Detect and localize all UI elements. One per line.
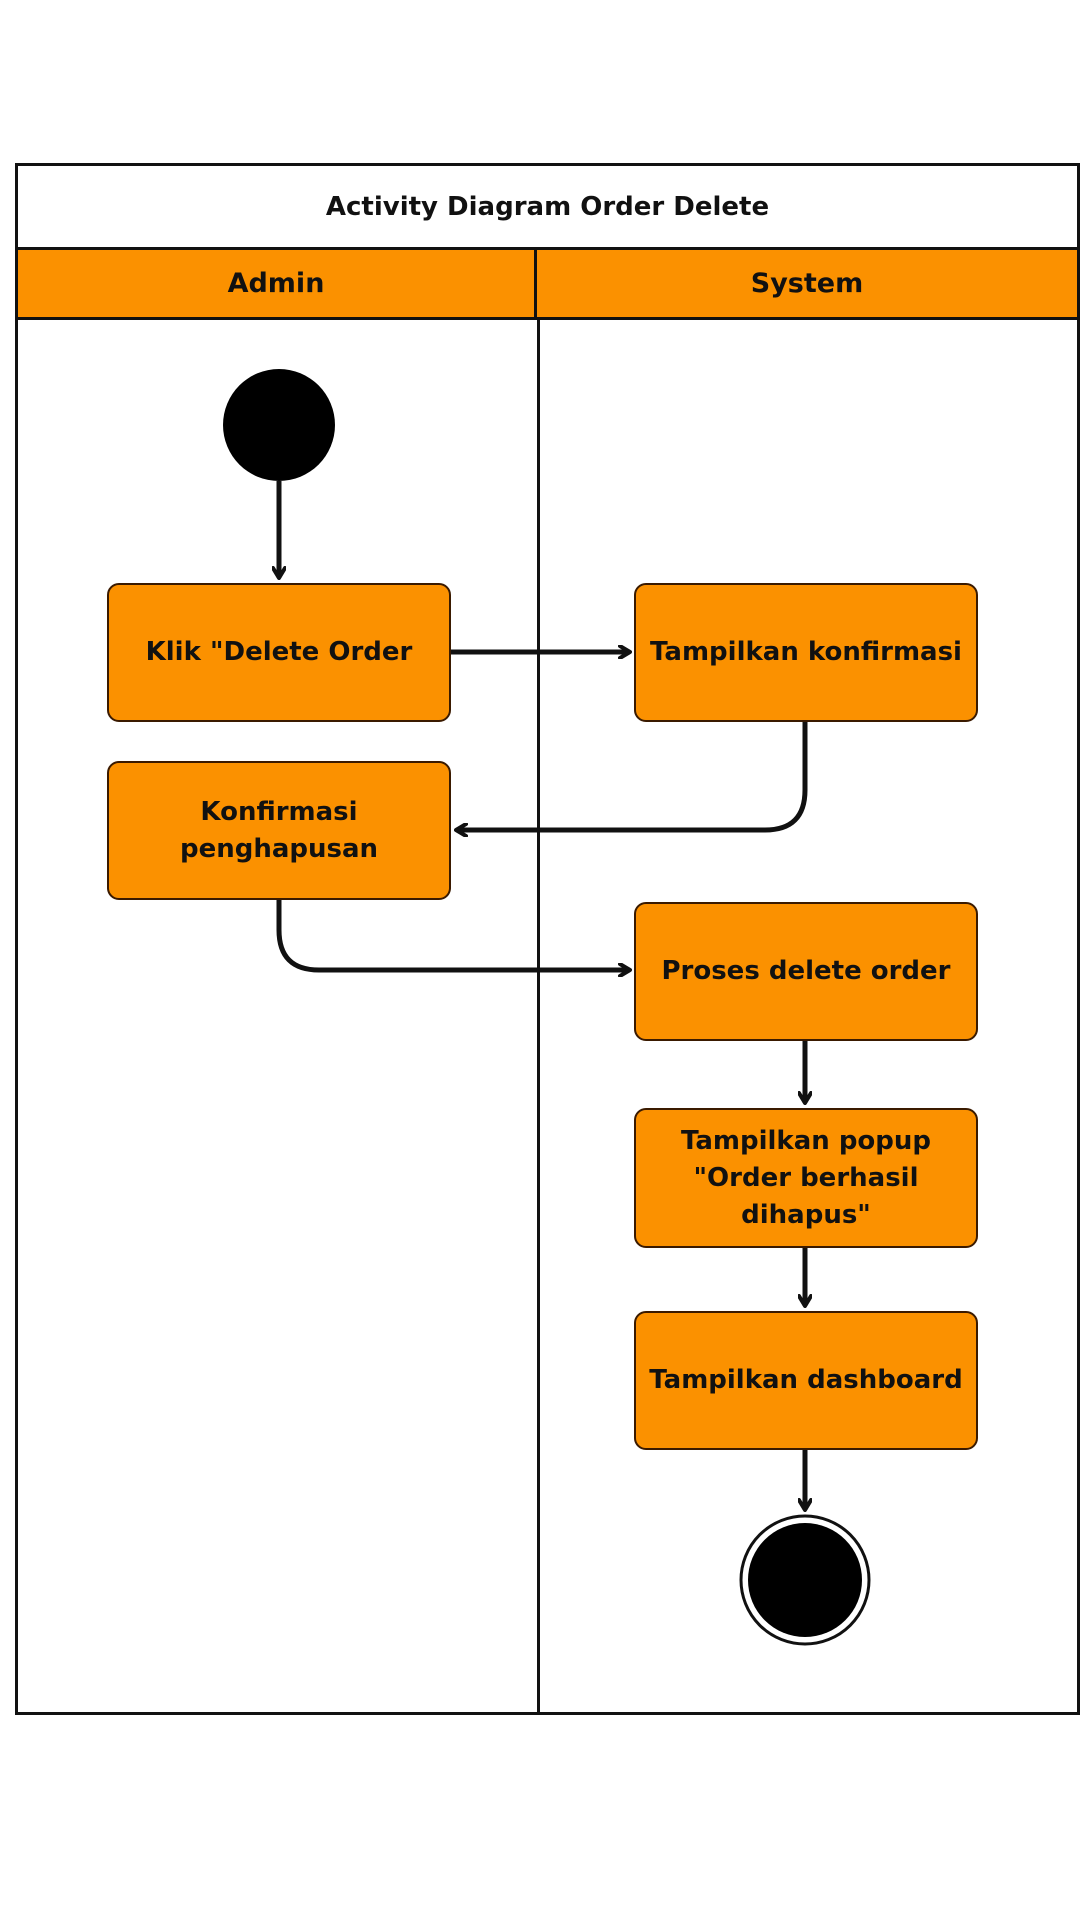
action-proses-delete-order: Proses delete order <box>634 902 978 1041</box>
end-node <box>748 1523 862 1637</box>
edge-konfirmasi-to-proses <box>276 900 630 970</box>
action-tampilkan-popup: Tampilkan popup "Order berhasil dihapus" <box>634 1108 978 1248</box>
lane-header-system: System <box>537 250 1077 320</box>
lane-header-admin: Admin <box>18 250 537 320</box>
action-konfirmasi-penghapusan: Konfirmasi penghapusan <box>107 761 451 900</box>
lane-divider <box>537 320 540 1712</box>
action-tampilkan-dashboard: Tampilkan dashboard <box>634 1311 978 1450</box>
diagram-title: Activity Diagram Order Delete <box>18 166 1077 250</box>
action-tampilkan-konfirmasi: Tampilkan konfirmasi <box>634 583 978 722</box>
edge-tampilkan-konfirmasi-to-konfirmasi <box>456 722 808 830</box>
action-klik-delete-order: Klik "Delete Order <box>107 583 451 722</box>
start-node <box>223 369 335 481</box>
